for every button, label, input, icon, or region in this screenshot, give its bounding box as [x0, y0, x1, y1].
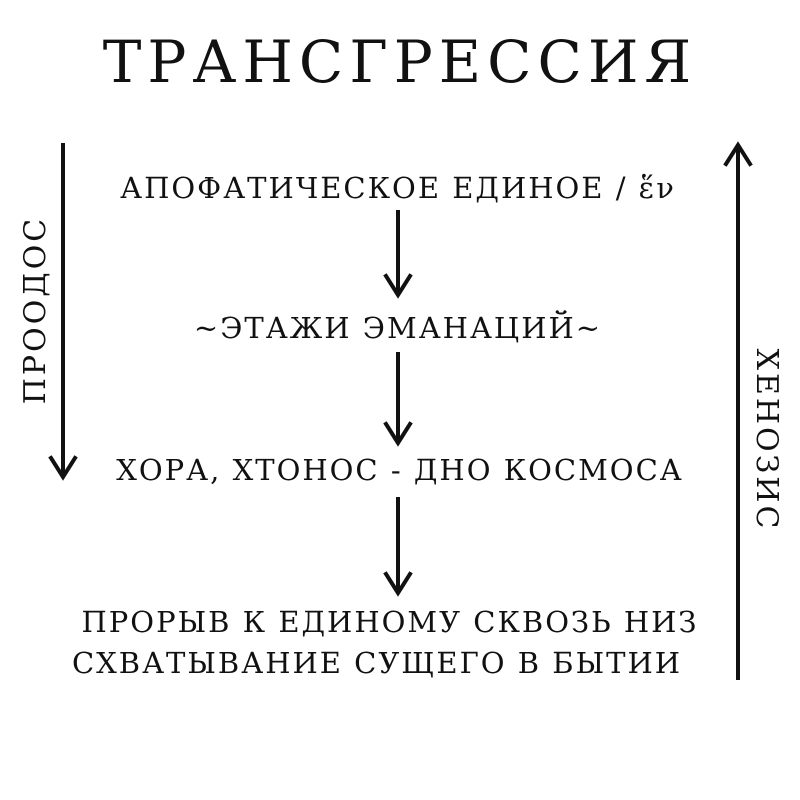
- arrow-proodos-down: [48, 143, 78, 481]
- side-label-henosis: ХЕНОЗИС: [749, 349, 784, 532]
- node-breakthrough-line1: ПРОРЫВ К ЕДИНОМУ СКВОЗЬ НИЗ: [82, 605, 699, 639]
- arrow-down-1: [383, 210, 413, 299]
- arrow-down-3: [383, 497, 413, 597]
- node-apophatic-one: АПОФАТИЧЕСКОЕ ЕДИНОЕ / ἕν: [120, 171, 676, 205]
- node-breakthrough-line2: СХВАТЫВАНИЕ СУЩЕГО В БЫТИИ: [72, 646, 682, 680]
- side-label-proodos: ПРООДОС: [18, 216, 53, 404]
- node-chora-chthonos: ХОРА, ХТОНОС - ДНО КОСМОСА: [116, 453, 683, 487]
- diagram-title: ТРАНСГРЕССИЯ: [103, 28, 698, 96]
- node-emanation-floors: ~ЭТАЖИ ЭМАНАЦИЙ~: [194, 309, 602, 345]
- arrow-down-2: [383, 352, 413, 447]
- arrow-henosis-up: [723, 141, 753, 680]
